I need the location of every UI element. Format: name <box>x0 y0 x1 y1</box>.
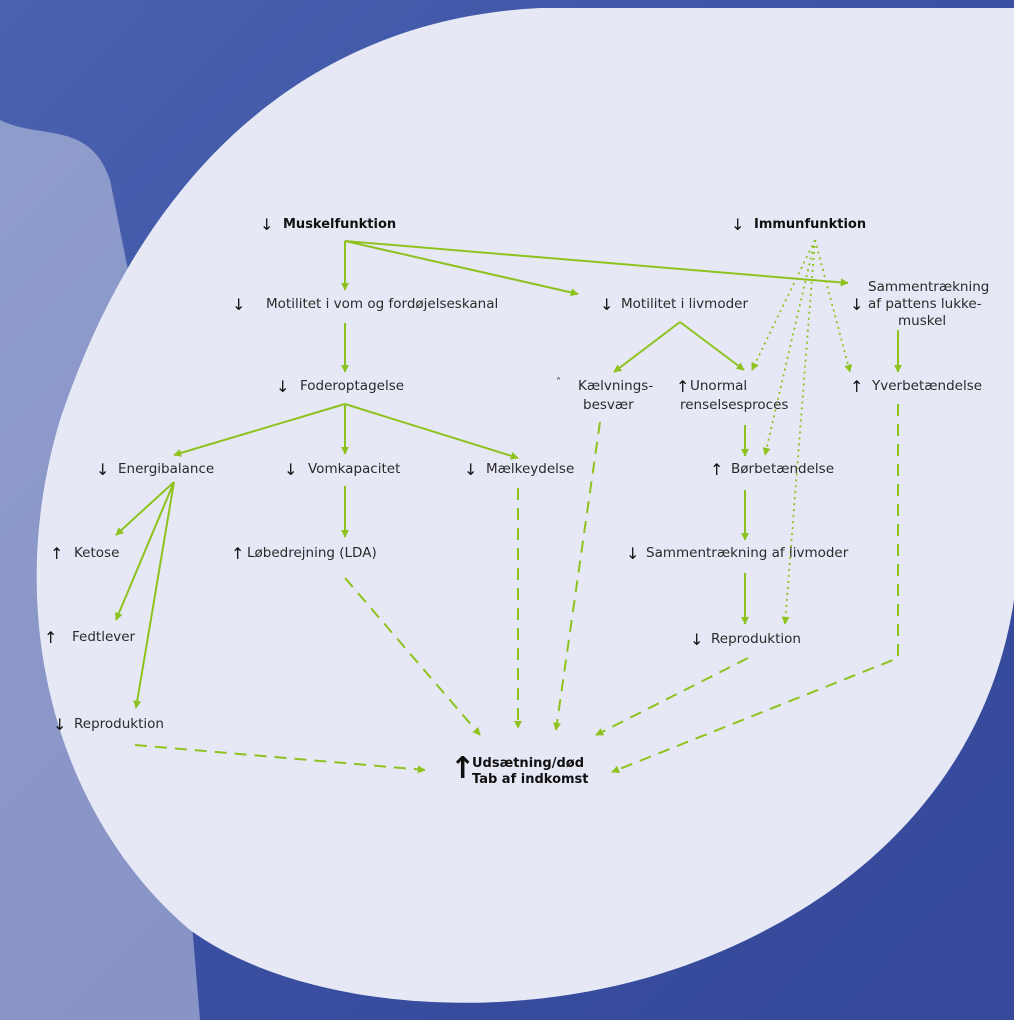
dashed-repro-right-final <box>595 657 749 736</box>
arrow-layer <box>115 239 902 774</box>
circle-shape <box>36 8 1014 1003</box>
arrow-muskel-motilitet-livmoder <box>344 240 579 297</box>
down-arrow-icon: ↓ <box>232 295 246 314</box>
caret-icon: ˄ <box>556 377 561 388</box>
down-arrow-icon: ↓ <box>96 460 110 479</box>
node-sammentraekning-patte-line3: muskel <box>898 313 947 329</box>
node-sammentraekning-livmoder: Sammentrækning af livmoder <box>646 545 849 561</box>
dotted-immun-boer <box>762 239 816 456</box>
dotted-immun-repro <box>781 239 816 625</box>
arrow-foder-maelk <box>344 403 519 460</box>
arrow-livmoder-kaelv <box>613 321 681 373</box>
down-arrow-icon: ↓ <box>284 460 298 479</box>
node-fedtlever: Fedtlever <box>72 629 136 645</box>
arrow-energi-fedt <box>115 481 175 621</box>
down-arrow-icon: ↓ <box>626 544 640 563</box>
node-boerbetaendelse: Børbetændelse <box>731 461 835 477</box>
node-muskelfunktion: Muskelfunktion <box>283 217 397 232</box>
dotted-immun-unormal <box>751 239 816 371</box>
dashed-loebe-final <box>344 577 481 736</box>
node-foderoptagelse: Foderoptagelse <box>300 378 405 394</box>
down-arrow-icon: ↓ <box>690 630 704 649</box>
node-reproduktion-right: Reproduktion <box>711 631 801 647</box>
node-reproduktion-left: Reproduktion <box>74 716 164 732</box>
node-loebedrejning: Løbedrejning (LDA) <box>247 545 377 561</box>
node-ketose: Ketose <box>74 545 120 561</box>
down-arrow-icon: ↓ <box>731 215 745 234</box>
node-vomkapacitet: Vomkapacitet <box>308 461 401 477</box>
node-final-line1: Udsætning/død <box>472 756 584 771</box>
dashed-yver-final <box>611 404 899 774</box>
down-arrow-icon: ↓ <box>53 715 67 734</box>
arrow-energi-ketose <box>115 481 175 536</box>
up-arrow-icon: ↑ <box>676 377 690 396</box>
up-arrow-icon: ↑ <box>50 544 64 563</box>
node-kaelvningsbesvaer-line2: besvær <box>583 397 634 413</box>
up-arrow-icon: ↑ <box>44 628 58 647</box>
down-arrow-icon: ↓ <box>600 295 614 314</box>
node-yverbetaendelse: Yverbetændelse <box>872 378 983 394</box>
node-motilitet-livmoder: Motilitet i livmoder <box>621 296 749 312</box>
up-arrow-icon: ↑ <box>710 460 724 479</box>
node-sammentraekning-patte-line2: af pattens lukke- <box>868 296 982 312</box>
down-arrow-icon: ↓ <box>850 295 864 314</box>
node-motilitet-vom: Motilitet i vom og fordøjelseskanal <box>266 296 499 312</box>
arrow-livmoder-unormal <box>679 321 745 371</box>
down-arrow-icon: ↓ <box>260 215 274 234</box>
node-final: Udsætning/død Tab af indkomst <box>472 756 589 788</box>
node-unormal-line2: renselsesproces <box>680 397 789 413</box>
up-arrow-icon: ↑ <box>231 544 245 563</box>
up-arrow-large-icon: ↑ <box>450 751 476 786</box>
up-arrow-icon: ↑ <box>850 377 864 396</box>
down-arrow-icon: ↓ <box>276 377 290 396</box>
node-maelkeydelse: Mælkeydelse <box>486 461 575 477</box>
node-energibalance: Energibalance <box>118 461 215 477</box>
dashed-repro-left-final <box>134 744 426 774</box>
arrow-muskel-patte <box>344 240 849 287</box>
node-final-line2: Tab af indkomst <box>472 772 589 787</box>
down-arrow-icon: ↓ <box>464 460 478 479</box>
arrow-energi-repro <box>133 481 175 709</box>
node-immunfunktion: Immunfunktion <box>754 217 867 232</box>
node-unormal-line1: Unormal <box>690 378 748 394</box>
node-sammentraekning-patte-line1: Sammentrækning <box>868 279 990 295</box>
node-kaelvningsbesvaer-line1: Kælvnings- <box>578 378 654 394</box>
arrow-foder-energi <box>173 403 346 457</box>
dashed-kaelv-final <box>553 421 601 731</box>
